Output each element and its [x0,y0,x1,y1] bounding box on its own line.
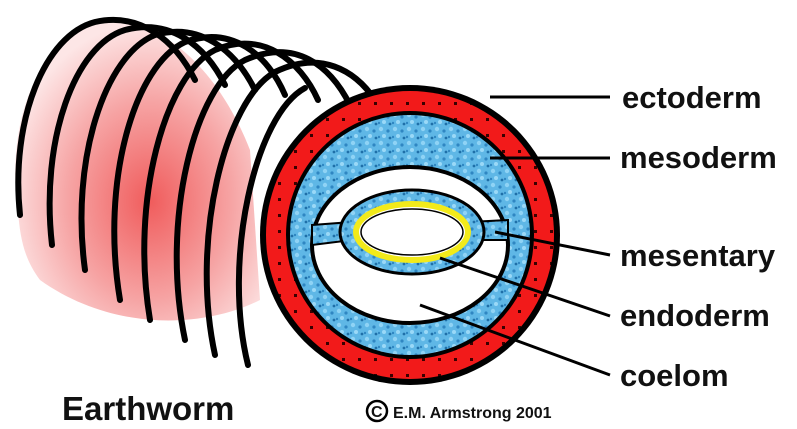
copyright-notice: C E.M. Armstrong 2001 [367,401,552,422]
copyright-symbol: C [371,404,383,421]
diagram-title: Earthworm [62,390,234,427]
label-coelom: coelom [620,358,729,393]
label-endoderm: endoderm [620,298,770,333]
endoderm-ring [356,204,468,260]
label-ectoderm: ectoderm [622,80,762,115]
label-mesoderm: mesoderm [620,140,777,175]
label-mesentary: mesentary [620,238,776,273]
copyright-text: E.M. Armstrong 2001 [393,405,552,422]
